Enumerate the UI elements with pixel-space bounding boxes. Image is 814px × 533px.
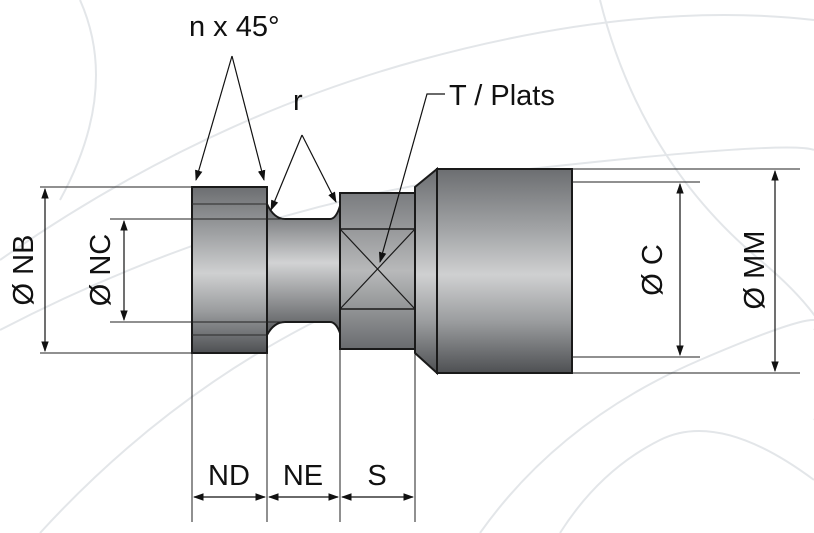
radius-leader [270, 134, 303, 211]
dia-c-label: Ø C [637, 244, 669, 296]
main-body-section [436, 168, 573, 374]
len-s-label: S [367, 460, 386, 492]
radius-leader [301, 134, 337, 203]
wrench-flats-label: T / Plats [449, 80, 555, 112]
head-section [191, 186, 268, 354]
extension-lines [40, 168, 800, 522]
len-nd-label: ND [208, 460, 250, 492]
flat-cross-line [339, 228, 416, 310]
radius-label: r [293, 85, 303, 117]
flats-leader [378, 93, 445, 264]
part-body [191, 166, 573, 376]
dia-mm-label: Ø MM [739, 231, 771, 310]
chamfer-leader [231, 55, 266, 182]
chamfer-leader [195, 55, 233, 182]
dia-nb-label: Ø NB [8, 235, 40, 306]
len-ne-label: NE [283, 460, 323, 492]
flats-section [339, 192, 416, 350]
neck-section [266, 203, 341, 336]
dia-nc-label: Ø NC [85, 234, 117, 307]
chamfer-label: n x 45° [189, 11, 280, 43]
taper-section [414, 166, 438, 376]
dimension-arrows [41, 169, 779, 501]
leader-lines [195, 55, 445, 264]
